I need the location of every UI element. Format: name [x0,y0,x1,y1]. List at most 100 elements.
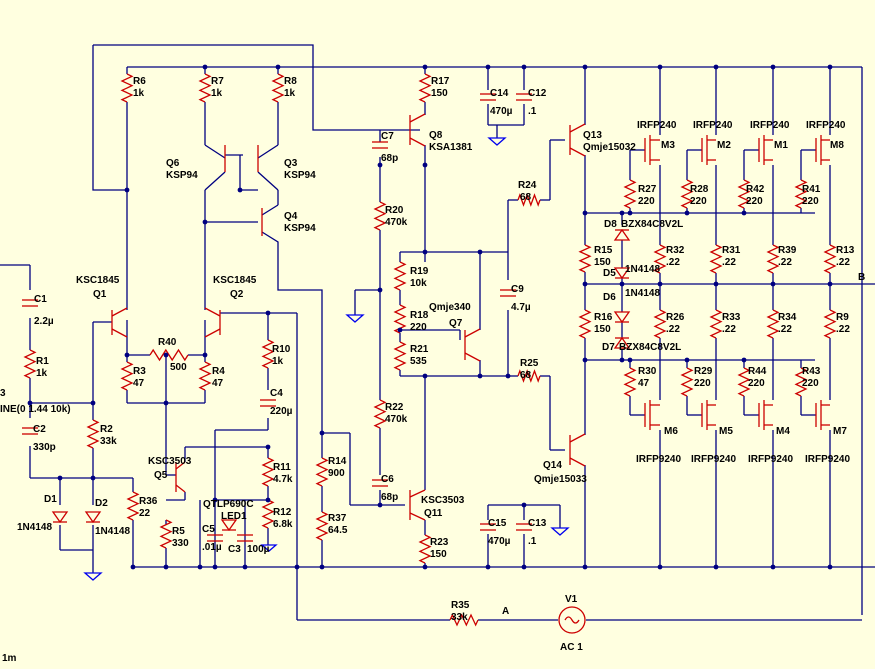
component-value: 150 [594,324,611,335]
component-value: 470k [385,414,408,425]
component-ref: R36 [139,496,158,507]
component-ref: R18 [410,310,429,321]
component-value: 1N4148 [625,264,660,275]
corner-label: 1m [2,653,17,664]
junction-dot [505,373,511,379]
component-ref: D5 [603,268,616,279]
junction-dot [582,564,588,570]
component-value: 535 [410,356,427,367]
component-value: 47 [638,378,650,389]
junction-dot [319,430,325,436]
component-ref: R29 [694,366,713,377]
component-value: 500 [170,362,187,373]
resistor-body [623,367,637,397]
component-value: Qmje15032 [583,142,636,153]
junction-dot [627,357,633,363]
component-ref: R6 [133,76,146,87]
junction-dot [212,564,218,570]
component-ref: C1 [34,294,47,305]
component-ref: R13 [836,245,855,256]
component-ref: Q6 [166,158,180,169]
resistor-body [823,244,837,274]
component-value: 1k [133,88,145,99]
source-value-label: INE(0 1.44 10k) [0,404,71,415]
resistor-body [159,519,173,549]
resistor-body [261,499,275,529]
component-value: 33k [100,436,117,447]
component-ref: R41 [802,184,821,195]
component-ref: M5 [719,426,733,437]
junction-dot [130,564,136,570]
component-ref: R40 [158,337,177,348]
component-value: 150 [430,549,447,560]
component-value: 1N4148 [95,526,130,537]
component-ref: D1 [44,494,57,505]
net-label-a: A [502,606,509,617]
component-ref: R25 [520,358,539,369]
component-value: .22 [666,257,680,268]
component-value: 1k [272,356,284,367]
component-value: 220 [748,378,765,389]
junction-dot [619,210,625,216]
resistor-body [623,179,637,209]
component-value: 470µ [490,106,513,117]
junction-dot [265,497,271,503]
component-value: .22 [722,324,736,335]
component-value: .22 [778,257,792,268]
junction-dot [827,281,833,287]
component-value: .1 [528,536,537,547]
resistor-body [393,261,407,291]
resistor-body [23,349,37,379]
component-value: .22 [666,324,680,335]
resistor-body [737,367,751,397]
component-ref: C9 [511,284,524,295]
component-value: AC 1 [560,642,583,653]
junction-dot [770,64,776,70]
component-ref: R32 [666,245,685,256]
component-ref: R4 [212,366,225,377]
component-ref: D7 [602,342,615,353]
component-value: 4.7k [273,474,293,485]
junction-dot [582,281,588,287]
component-value: 68p [381,492,398,503]
junction-dot [90,400,96,406]
junction-dot [422,249,428,255]
junction-dot [422,564,428,570]
component-value: 220µ [270,406,293,417]
component-value: KSC1845 [213,275,257,286]
junction-dot [377,287,383,293]
component-ref: V1 [565,594,578,605]
resistor-body [198,361,212,391]
resistor-body [709,244,723,274]
junction-dot [684,210,690,216]
component-ref: M6 [664,426,678,437]
component-value: 68 [520,192,532,203]
component-ref: R17 [431,76,450,87]
component-value: 68p [381,153,398,164]
component-value: 220 [746,196,763,207]
junction-dot [713,64,719,70]
component-ref: Q2 [230,289,244,300]
resistor-body [261,457,275,487]
component-ref: R22 [385,402,404,413]
led-ref-label: LED1 [221,511,247,522]
junction-dot [657,281,663,287]
junction-dot [521,502,527,508]
component-value: .1 [528,106,537,117]
junction-dot [202,352,208,358]
component-ref: C13 [528,518,547,529]
component-value: 47 [212,378,224,389]
component-value: IRFP240 [637,120,677,131]
component-ref: D6 [603,292,616,303]
component-ref: R35 [451,600,470,611]
resistor-body [261,339,275,369]
junction-dot [684,357,690,363]
junction-dot [619,281,625,287]
resistor-body [198,73,212,103]
resistor-body [373,399,387,429]
resistor-body [680,179,694,209]
component-ref: R31 [722,245,741,256]
junction-dot [163,400,169,406]
component-ref: R15 [594,245,613,256]
resistor-body [120,361,134,391]
